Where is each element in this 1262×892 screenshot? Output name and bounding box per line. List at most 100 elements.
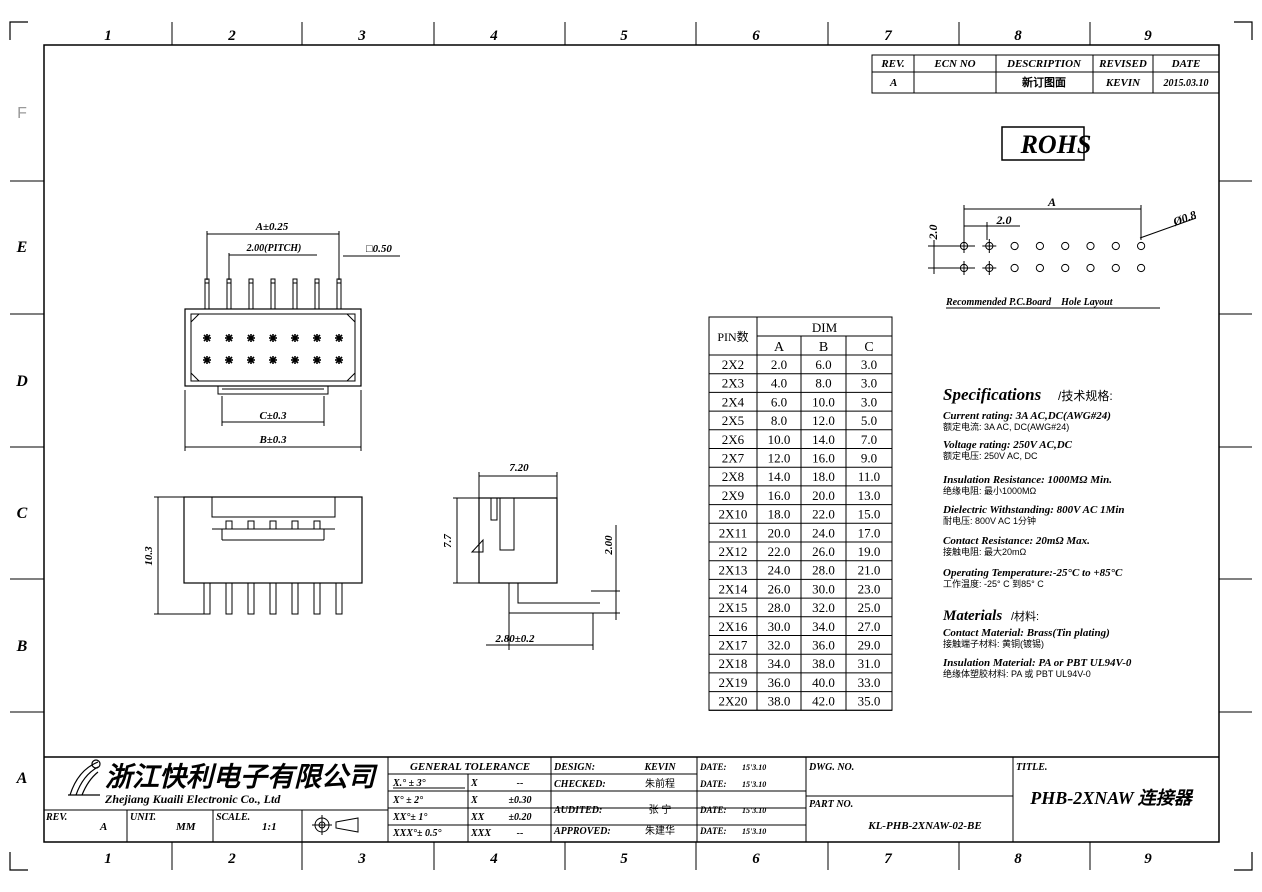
pcb-hole-layout: [928, 205, 1197, 309]
dim-table-cell: 2X16: [719, 619, 748, 634]
solder-pin: [203, 582, 211, 615]
row-label: F: [17, 105, 27, 122]
rev-value-rev: A: [889, 77, 897, 89]
dim-table-cell: 2X9: [722, 488, 744, 503]
dim-table-cell: 2X2: [722, 357, 744, 372]
materials-heading-cn: /材料:: [1011, 609, 1039, 623]
approval-name: 朱前程: [645, 777, 675, 790]
dim-table-cell: 24.0: [768, 563, 791, 578]
dim-table-cell: 18.0: [768, 507, 791, 522]
contact-dot: [335, 356, 343, 364]
approval-date: 15'3.10: [742, 763, 766, 772]
column-label-top: 9: [1144, 28, 1152, 44]
material-item-en: Contact Material: Brass(Tin plating): [943, 627, 1110, 639]
dim-table-cell: 27.0: [858, 619, 881, 634]
dim-table-cell: 36.0: [768, 675, 791, 690]
dim-table-cell: 33.0: [858, 675, 881, 690]
approval-role: DESIGN:: [553, 762, 595, 773]
scale-value: 1:1: [262, 821, 277, 833]
revision-table: [871, 54, 1220, 94]
dim-table-cell: 13.0: [858, 488, 881, 503]
pcb-hole: [1086, 263, 1095, 273]
material-item-cn: 接触端子材料: 黄铜(镀锡): [943, 638, 1044, 649]
tolerance-header: GENERAL TOLERANCE: [410, 761, 530, 773]
spec-item-en: Contact Resistance: 20mΩ Max.: [943, 535, 1090, 547]
spec-item-en: Current rating: 3A AC,DC(AWG#24): [943, 410, 1111, 422]
solder-pin: [269, 582, 277, 615]
dim-table-cell: 11.0: [858, 469, 880, 484]
rohs-box: [1001, 126, 1085, 161]
material-item-en: Insulation Material: PA or PBT UL94V-0: [942, 657, 1132, 669]
contact-dot: [247, 356, 255, 364]
column-label-top: 6: [752, 28, 760, 44]
approval-date-label: DATE:: [699, 779, 727, 789]
company-name-cn: 浙江快利电子有限公司: [105, 762, 378, 792]
materials-heading: Materials: [942, 608, 1002, 624]
side-view: [453, 472, 620, 650]
dim-table-cell: 2X18: [719, 656, 748, 671]
dim-table-cell: 28.0: [812, 563, 835, 578]
dim-table-cell: 12.0: [768, 451, 791, 466]
elevation-dim-height: 10.3: [143, 546, 155, 566]
dim-table-cell: 14.0: [812, 432, 835, 447]
contact-dot: [269, 356, 277, 364]
contact-dot: [335, 334, 343, 342]
dim-table-col-header: C: [864, 340, 873, 355]
approval-date-label: DATE:: [699, 826, 727, 836]
pcb-hole: [1061, 263, 1070, 273]
dim-table-cell: 2X11: [719, 525, 747, 540]
column-label-bottom: 2: [227, 851, 236, 867]
column-label-bottom: 1: [104, 851, 112, 867]
dim-table-cell: 3.0: [861, 357, 877, 372]
spec-item-en: Operating Temperature:-25°C to +85°C: [943, 567, 1123, 579]
dim-table-cell: 26.0: [812, 544, 835, 559]
dim-table-cell: 16.0: [812, 451, 835, 466]
contact-dot: [203, 356, 211, 364]
solder-pin: [225, 582, 233, 615]
unit-value: MM: [175, 821, 197, 833]
rev-header-ecn: ECN NO: [933, 58, 975, 70]
dim-table-cell: 35.0: [858, 694, 881, 709]
pcb-hole: [1086, 241, 1095, 251]
dim-table-cell: 14.0: [768, 469, 791, 484]
dim-table-cell: 10.0: [812, 394, 835, 409]
tolerance-value: --: [517, 828, 524, 839]
tolerance-angle: X° ± 2°: [392, 795, 423, 806]
dim-table-cell: 38.0: [812, 656, 835, 671]
approval-date-label: DATE:: [699, 762, 727, 772]
rev-header-date: DATE: [1171, 58, 1201, 70]
tolerance-angle: XXX°± 0.5°: [392, 828, 442, 839]
specifications: Specifications /技术规格: Current rating: 3A…: [942, 385, 1132, 679]
rev-value-description: 新订图面: [1022, 75, 1066, 89]
dim-table-cell: 15.0: [858, 507, 881, 522]
side-dim-width: 7.20: [509, 462, 529, 474]
contact-dot: [225, 334, 233, 342]
rev-header-rev: REV.: [880, 58, 905, 70]
spec-item-cn: 绝缘电阻: 最小1000MΩ: [943, 485, 1037, 496]
dwg-no-label: DWG. NO.: [808, 762, 854, 773]
solder-pin: [335, 582, 343, 615]
dim-table-cell: 5.0: [861, 413, 877, 428]
dim-table-cell: 40.0: [812, 675, 835, 690]
spec-item-cn: 耐电压: 800V AC 1分钟: [943, 515, 1036, 526]
column-label-top: 7: [884, 28, 892, 44]
approval-date-label: DATE:: [699, 805, 727, 815]
approval-role: APPROVED:: [553, 826, 611, 837]
front-dim-a: A±0.25: [255, 221, 289, 233]
latch-slot: [247, 520, 255, 530]
dim-table-cell: 2X8: [722, 469, 744, 484]
front-dim-b: B±0.3: [258, 434, 287, 446]
rev-value-date: 2015.03.10: [1163, 78, 1209, 89]
spec-item-en: Insulation Resistance: 1000MΩ Min.: [942, 474, 1112, 486]
column-label-top: 5: [620, 28, 628, 44]
rev-header-description: DESCRIPTION: [1006, 58, 1082, 70]
tolerance-value: ±0.20: [509, 812, 532, 823]
dim-table-cell: 4.0: [771, 376, 787, 391]
housing-chamfer: [346, 372, 356, 382]
dim-table-cell: 20.0: [812, 488, 835, 503]
dim-table-cell: 34.0: [812, 619, 835, 634]
dim-table-cell: 10.0: [768, 432, 791, 447]
